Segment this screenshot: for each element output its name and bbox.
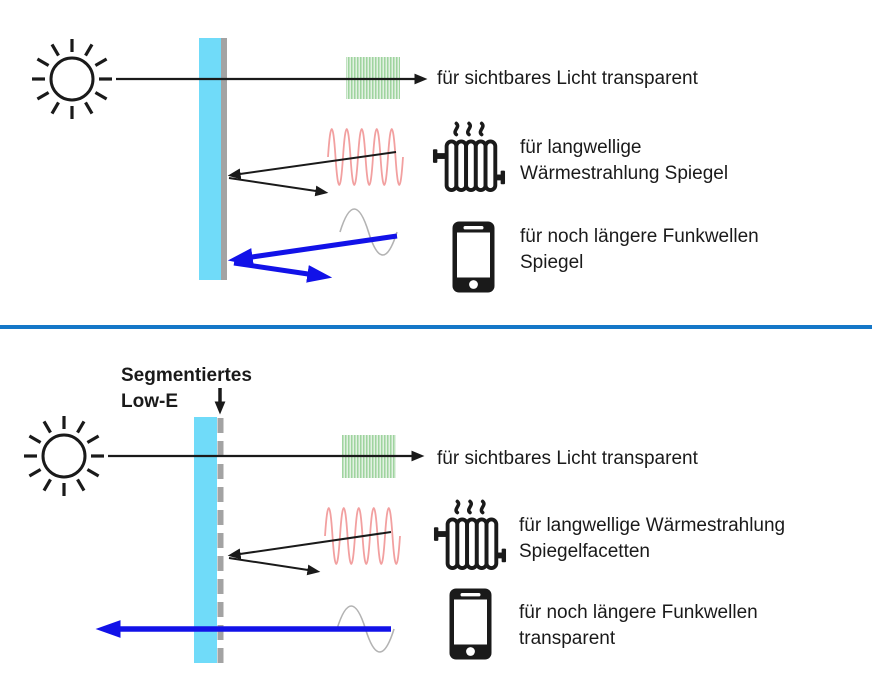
radio-wave	[339, 208, 398, 256]
glass-pane	[199, 38, 221, 280]
heat-squiggle	[467, 499, 473, 515]
radio-label: für noch längere Funkwellen transparent	[519, 600, 758, 652]
glass-pane	[194, 417, 217, 663]
radio-incoming-arrow	[227, 233, 398, 266]
radiator-fin	[484, 517, 499, 571]
smartphone-icon	[449, 588, 492, 665]
phone-home-button	[466, 647, 475, 656]
radiator-icon	[432, 118, 506, 201]
smartphone-icon	[452, 221, 495, 298]
heat-reflected-arrow	[228, 177, 329, 197]
radio-label-line1: für noch längere Funkwellen	[520, 226, 759, 247]
sun-icon	[30, 37, 114, 121]
visible-light-label: für sichtbares Licht transparent	[437, 68, 698, 89]
phone-speaker	[463, 226, 484, 230]
radiator-fin	[483, 139, 498, 193]
heat-squiggle	[479, 499, 486, 515]
radiator-inlet-pipe	[436, 531, 450, 537]
heat-squiggle	[478, 121, 485, 137]
heat-incoming-arrow	[227, 151, 397, 180]
phone-screen	[457, 232, 490, 278]
heat-incoming-arrow	[227, 531, 392, 560]
radio-label-line2: Spiegel	[520, 252, 584, 273]
heat-squiggle	[454, 499, 461, 515]
phone-home-button	[469, 280, 478, 289]
heat-reflected-arrow	[228, 557, 321, 576]
heat-label-line1: für langwellige	[520, 137, 642, 158]
radio-reflected-arrow	[233, 260, 333, 283]
panel-divider	[0, 325, 872, 329]
phone-speaker	[460, 593, 481, 597]
radio-label-line1: für noch längere Funkwellen	[519, 602, 758, 623]
callout-line2: Low-E	[121, 391, 178, 412]
heat-label-line2: Wärmestrahlung Spiegel	[520, 163, 729, 184]
radiator-icon	[433, 496, 507, 579]
sun-icon	[22, 414, 106, 498]
radio-label-line2: transparent	[519, 628, 616, 649]
visible-light-label: für sichtbares Licht transparent	[437, 448, 698, 469]
heat-label: für langwellige Wärmestrahlung Spiegelfa…	[519, 513, 785, 565]
segmented-lowe-callout: Segmentiertes Low-E	[121, 363, 252, 415]
phone-screen	[454, 599, 487, 645]
heat-squiggle	[453, 121, 460, 137]
radiator-inlet-pipe	[435, 153, 449, 159]
callout-line1: Segmentiertes	[121, 365, 252, 386]
heat-label-line1: für langwellige Wärmestrahlung	[519, 515, 786, 536]
heat-label: für langwellige Wärmestrahlung Spiegel	[520, 135, 728, 187]
lowe-coating-continuous	[221, 38, 227, 280]
heat-label-line2: Spiegelfacetten	[519, 541, 650, 562]
heat-squiggle	[466, 121, 472, 137]
radio-label: für noch längere Funkwellen Spiegel	[520, 224, 759, 276]
